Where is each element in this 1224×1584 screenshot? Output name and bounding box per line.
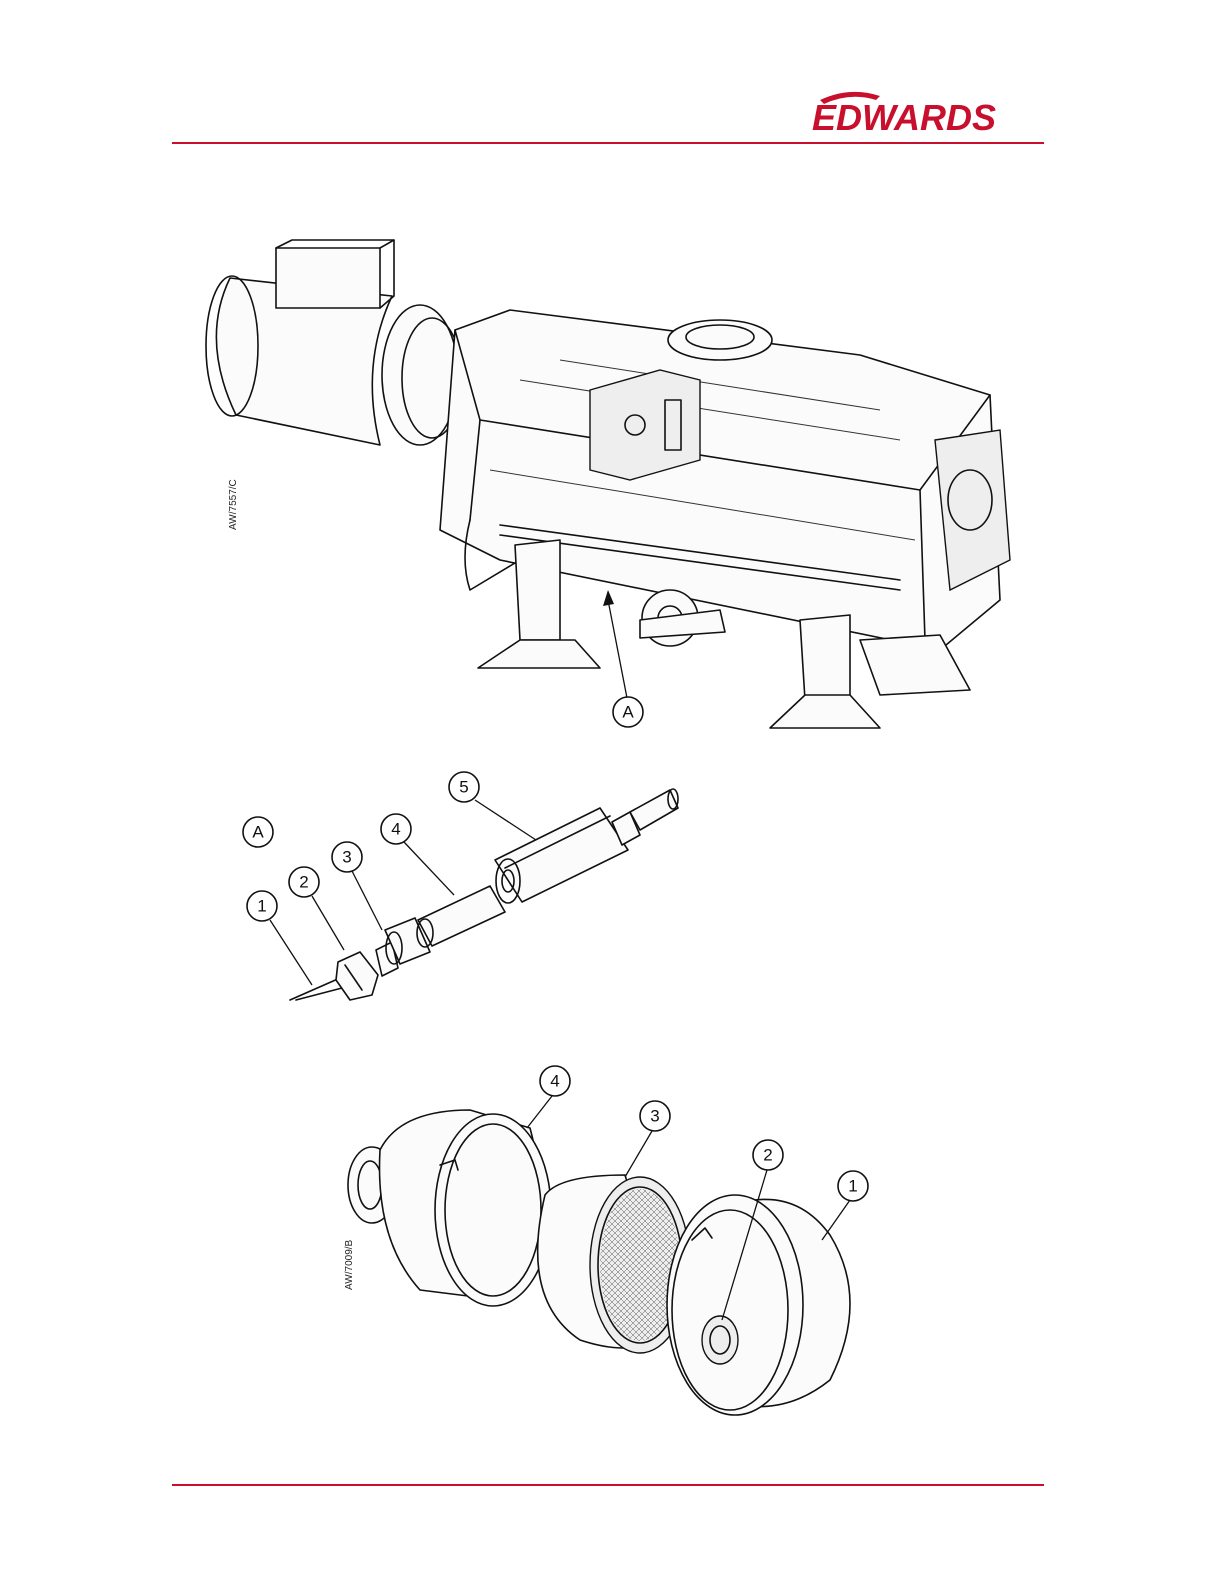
svg-text:A: A <box>252 823 264 842</box>
svg-text:2: 2 <box>299 873 308 892</box>
svg-text:4: 4 <box>391 820 400 839</box>
detail-callout-3: 3 <box>332 842 382 930</box>
motor <box>206 240 462 445</box>
header-rule <box>172 142 1044 144</box>
logo-text: EDWARDS <box>812 97 996 138</box>
pump-illustration: A AW/7557/C <box>0 236 1224 736</box>
detail-a-illustration: A 1 2 3 4 5 <box>0 760 1224 1010</box>
svg-text:3: 3 <box>342 848 351 867</box>
filter-cover <box>667 1195 850 1415</box>
filter-element <box>538 1175 690 1353</box>
filter-housing <box>348 1110 551 1306</box>
callout-a-label: A <box>622 703 634 722</box>
svg-text:1: 1 <box>848 1177 857 1196</box>
detail-callout-1: 1 <box>247 891 312 985</box>
filter-callout-3: 3 <box>625 1101 670 1177</box>
detail-callout-4: 4 <box>381 814 454 895</box>
pump-body <box>440 310 1010 728</box>
edwards-logo: EDWARDS <box>800 88 1050 138</box>
svg-text:4: 4 <box>550 1072 559 1091</box>
svg-text:5: 5 <box>459 778 468 797</box>
detail-callout-2: 2 <box>289 867 344 950</box>
filter-callout-4: 4 <box>527 1066 570 1128</box>
filter-reference-code: AW/7009/B <box>344 1239 355 1290</box>
svg-text:2: 2 <box>763 1146 772 1165</box>
detail-callout-5: 5 <box>449 772 536 840</box>
detail-callout-a: A <box>243 817 273 847</box>
filter-illustration: 4 3 2 1 AW/7009/B <box>0 1060 1224 1440</box>
pump-reference-code: AW/7557/C <box>228 479 239 530</box>
callout-a-group: A <box>603 590 643 727</box>
filter-callout-1: 1 <box>822 1171 868 1240</box>
footer-rule <box>172 1484 1044 1486</box>
svg-text:3: 3 <box>650 1107 659 1126</box>
svg-text:1: 1 <box>257 897 266 916</box>
